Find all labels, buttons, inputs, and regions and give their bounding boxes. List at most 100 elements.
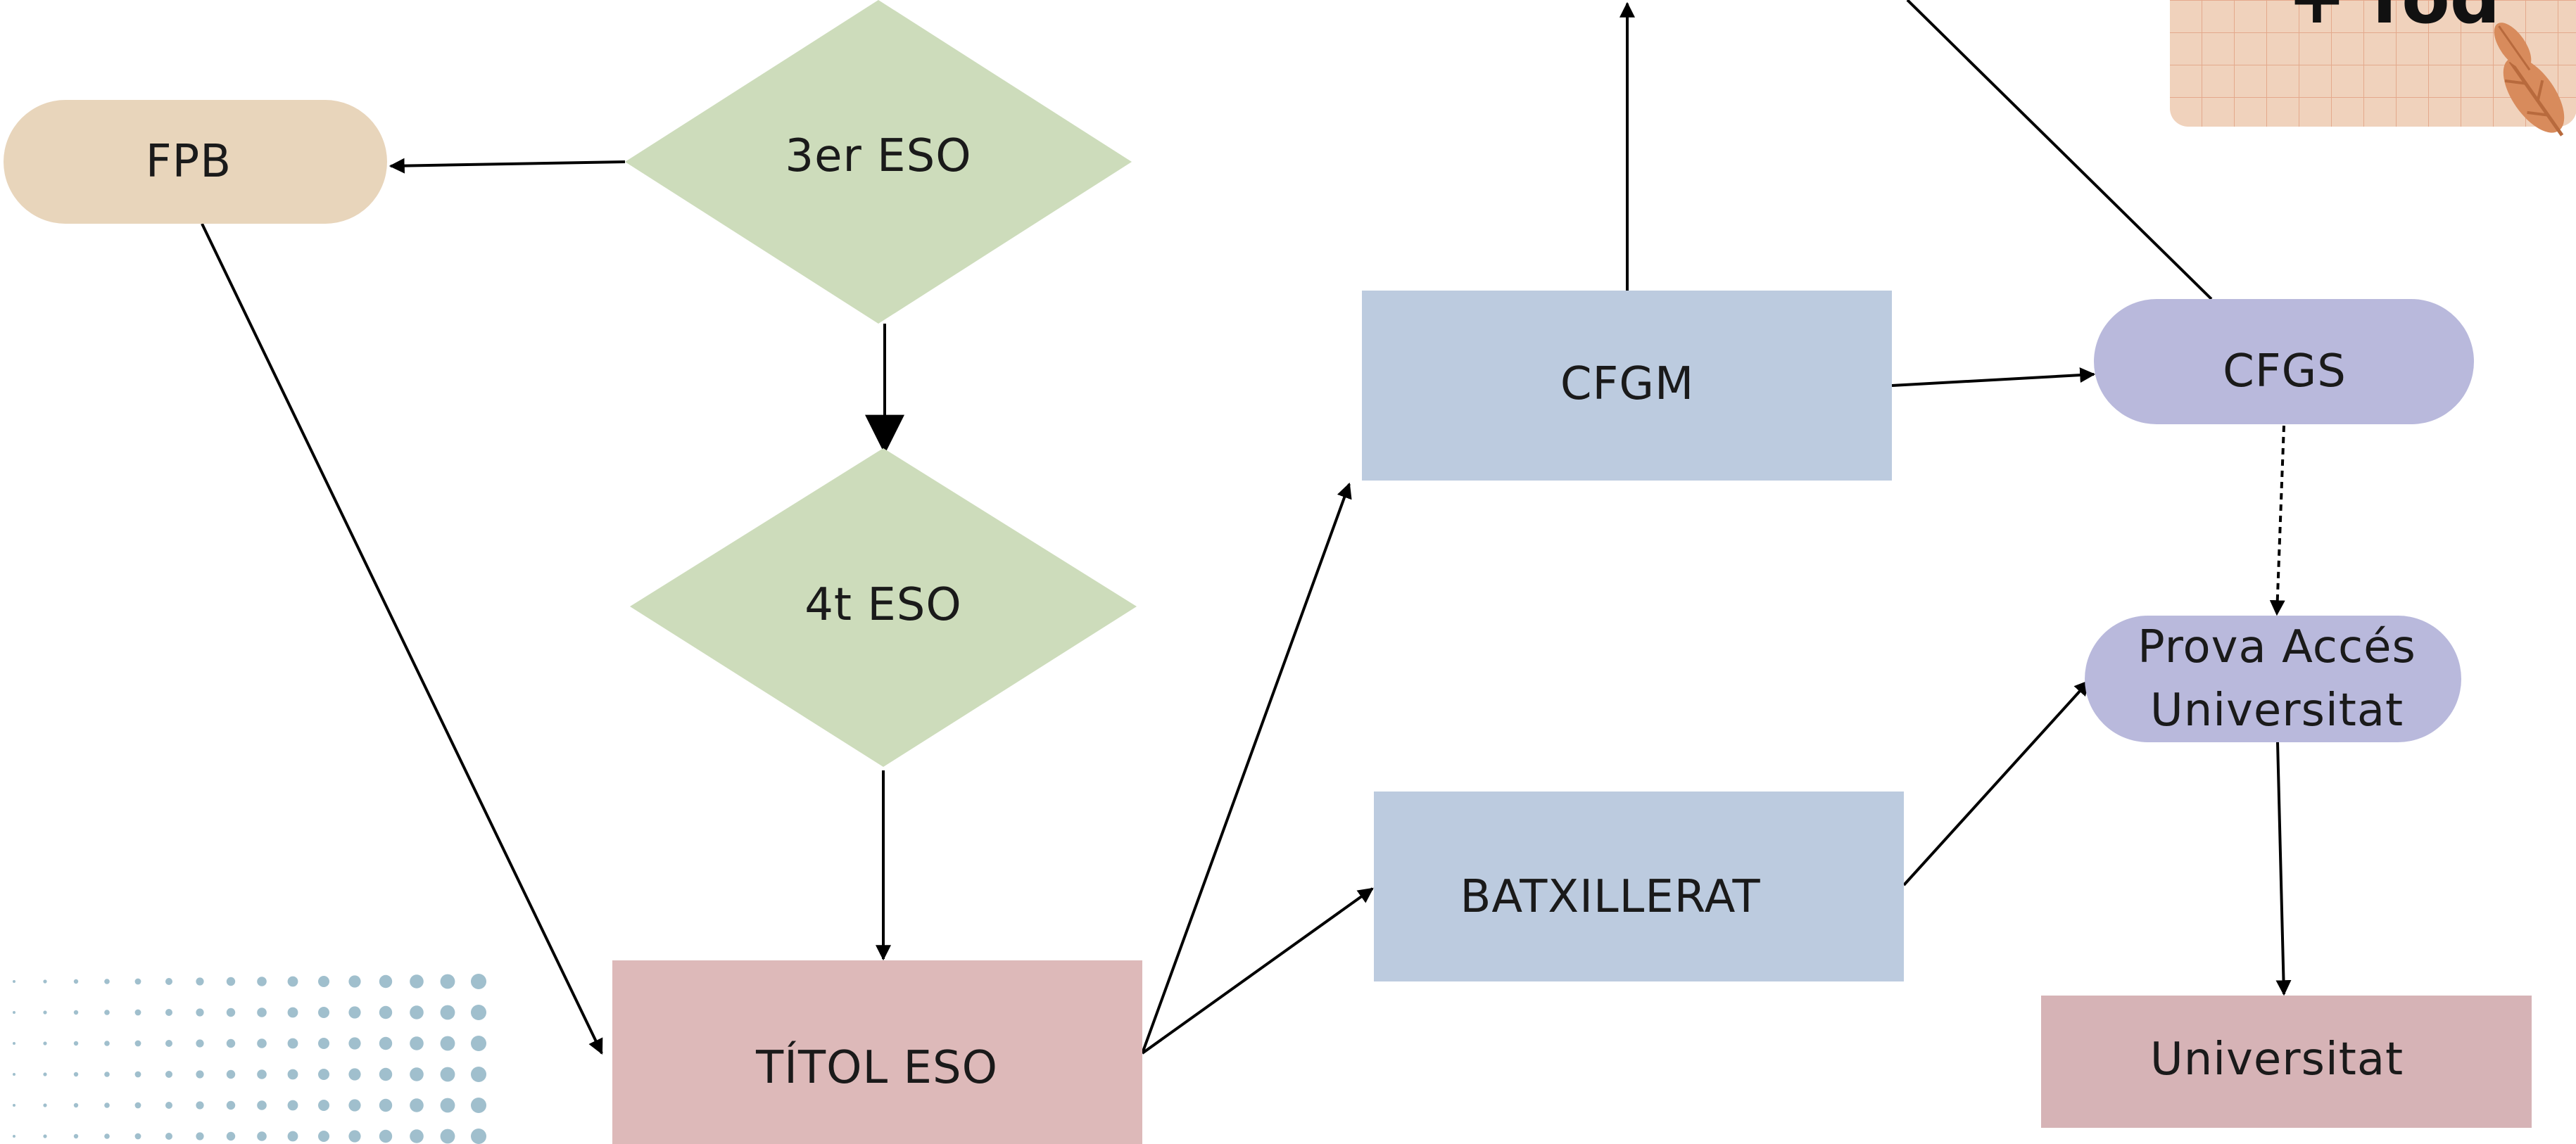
decorative-dot [379,1036,393,1050]
decorative-dot [471,1005,486,1020]
decorative-dot [287,1069,298,1080]
decorative-dot [287,1100,298,1111]
decorative-dot [348,975,361,988]
decorative-dot [318,1007,329,1018]
decorative-dot [134,1133,141,1140]
decorative-dot [471,1036,486,1051]
edge-cfgs-to-prova [2269,425,2285,616]
decorative-dot [43,1072,47,1076]
decorative-dot [134,1071,141,1078]
decorative-dot [226,1131,236,1141]
node-cfgs: CFGS [2094,299,2474,424]
decorative-dot [13,1073,15,1076]
decorative-dot [257,1131,267,1141]
decorative-dot [73,1010,79,1015]
decorative-dot [196,1039,204,1048]
decorative-dot [440,1098,455,1113]
decorative-dot [13,980,15,983]
node-prova-label-line2: Universitat [2150,685,2404,737]
decorative-dot [104,1041,110,1046]
edge-titol-to-cfgm [1141,482,1352,1054]
node-prova-acces-universitat: Prova Accés Universitat [2085,616,2461,742]
decorative-dot [196,977,204,986]
sticker-grid [2170,0,2576,127]
edge-prova-to-universitat [2275,742,2292,996]
decorative-dot [134,978,141,985]
decorative-dot [226,1008,236,1017]
decorative-dot [410,1129,424,1143]
node-cfgs-label: CFGS [2223,345,2347,398]
decorative-dot [257,977,267,986]
node-fpb: FPB [4,100,387,224]
sticker-note: + fod [2170,0,2576,136]
decorative-dot [440,1036,455,1051]
decorative-dot [73,1133,79,1139]
node-prova-label-line1: Prova Accés [2138,621,2416,673]
sticker-text: + fod [2287,0,2500,39]
node-4t-eso-label: 4t ESO [804,579,962,631]
decorative-dot [379,1129,393,1143]
decorative-dot [165,978,172,985]
node-titol-eso: TÍTOL ESO [612,960,1142,1144]
decorative-dot [379,974,393,989]
decorative-dot [43,1103,47,1107]
decorative-dot [348,1037,361,1050]
decorative-dot [226,1100,236,1110]
edge-fpb-to-titol [201,223,603,1055]
node-batxillerat: BATXILLERAT [1374,792,1904,981]
node-3er-eso-label: 3er ESO [785,130,971,182]
decorative-dot [104,1072,110,1077]
decorative-dot [43,1041,47,1046]
decorative-dot [165,1009,172,1016]
decorative-dot [165,1133,172,1140]
decorative-dot [13,1011,15,1014]
decorative-dot [410,1067,424,1081]
node-fpb-label: FPB [146,136,232,188]
decorative-dot [410,974,424,989]
decorative-dot [73,979,79,984]
decorative-dot [257,1008,267,1017]
decorative-dot [348,1130,361,1143]
decorative-dot [134,1102,141,1109]
decorative-dot [287,1038,298,1049]
decorative-dot [471,1067,486,1082]
node-universitat-label: Universitat [2150,1034,2404,1086]
edge-3eso-to-fpb [389,158,626,174]
decorative-dot [13,1104,15,1107]
leaf-icon [2503,57,2565,136]
decorative-dot [134,1009,141,1016]
decorative-dot [104,1133,110,1139]
decorative-dot [287,1131,298,1142]
decorative-dot [134,1040,141,1047]
decorative-dot [379,1067,393,1081]
decorative-dot [287,1007,298,1018]
decorative-dot [13,1042,15,1045]
node-4t-eso: 4t ESO [630,448,1137,767]
node-titol-eso-label: TÍTOL ESO [755,1041,998,1094]
decorative-dot [348,1006,361,1019]
decorative-dot [410,1005,424,1019]
node-cfgm: CFGM [1362,291,1892,481]
edges [201,0,2292,1055]
decorative-dot [379,1005,393,1019]
leaf-icon-small [2494,23,2532,71]
decorative-dot [318,1038,329,1049]
decorative-dot [440,1005,455,1020]
node-3er-eso: 3er ESO [625,0,1132,324]
edge-titol-to-batxillerat [1141,887,1374,1055]
decorative-dot [410,1098,424,1112]
decorative-dot [379,1098,393,1112]
decorative-dot [196,1101,204,1110]
node-universitat: Universitat [2041,996,2532,1128]
decorative-dot [165,1040,172,1047]
edge-batxillerat-to-prova [1902,680,2090,886]
decorative-dot [471,974,486,989]
decorative-dot [318,1100,329,1111]
decorative-dot [318,1069,329,1080]
decorative-dot [348,1068,361,1081]
decorative-dot [257,1069,267,1079]
decorative-dot [226,977,236,986]
node-cfgm-label: CFGM [1560,358,1694,410]
decorative-dot [440,1067,455,1082]
